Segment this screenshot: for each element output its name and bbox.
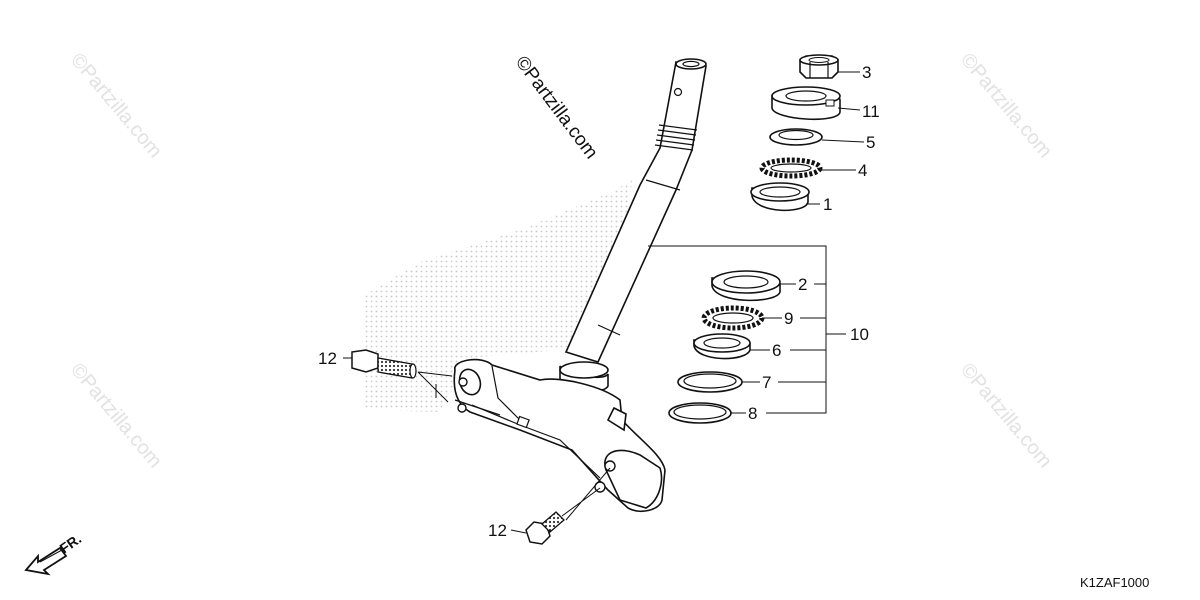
diagram-code: K1ZAF1000 <box>1080 575 1149 590</box>
watermark-top-right: ©Partzilla.com <box>956 49 1056 162</box>
callout-12-upper: 12 <box>318 349 337 368</box>
watermark-bottom-right: ©Partzilla.com <box>956 359 1056 472</box>
bolt-12-lower-guide <box>561 467 611 521</box>
washer-8 <box>668 402 732 424</box>
watermark-bottom-left: ©Partzilla.com <box>66 359 166 472</box>
callout-4: 4 <box>858 161 867 180</box>
watermark-top-left: ©Partzilla.com <box>66 49 166 162</box>
callout-12-lower: 12 <box>488 521 507 540</box>
callout-6: 6 <box>772 341 781 360</box>
callout-8: 8 <box>748 404 757 423</box>
callout-10: 10 <box>850 325 869 344</box>
lock-nut-3 <box>799 54 839 79</box>
callout-11: 11 <box>862 102 880 121</box>
adjusting-nut-11 <box>771 86 841 121</box>
callout-1: 1 <box>823 195 832 214</box>
lower-triple-clamp <box>453 358 666 512</box>
bolt-12-upper <box>351 349 417 379</box>
front-arrow-icon <box>24 546 68 576</box>
bolt-12-upper-guide <box>417 371 453 403</box>
bearing-4 <box>759 157 823 179</box>
inner-race-6 <box>693 333 751 360</box>
frame-shadow <box>362 180 632 412</box>
callout-9: 9 <box>784 309 793 328</box>
callout-2: 2 <box>798 275 807 294</box>
inner-race-5 <box>769 128 823 146</box>
dust-seal-7 <box>677 371 743 393</box>
bearing-9 <box>701 305 765 331</box>
outer-race-1 <box>750 182 810 212</box>
steering-stem <box>559 58 707 392</box>
leader-lines <box>343 71 865 534</box>
bolt-12-lower <box>525 511 565 545</box>
outer-race-2 <box>711 270 781 302</box>
watermark-main: ©Partzilla.com <box>511 52 602 163</box>
callout-5: 5 <box>866 133 875 152</box>
callout-7: 7 <box>762 373 771 392</box>
callout-3: 3 <box>862 63 871 82</box>
